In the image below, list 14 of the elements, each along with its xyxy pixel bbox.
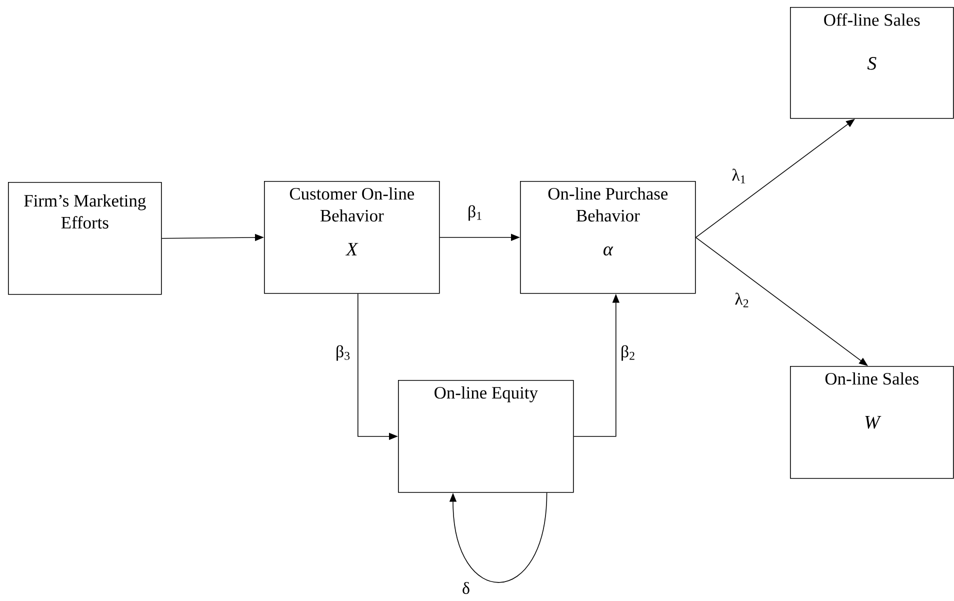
arrow <box>449 492 548 583</box>
edge-label: β$_{1}$ <box>466 204 484 222</box>
arrow <box>695 237 868 366</box>
process-box: On-line Purchase Behavior α <box>520 181 696 294</box>
process-box: Firm’s Marketing Efforts <box>8 182 162 295</box>
process-box: On-line Equity <box>398 380 574 493</box>
edge-label: δ <box>461 581 471 595</box>
edge-label: β$_{3}$ <box>334 344 352 362</box>
edge-label: λ$_{2}$ <box>734 292 750 308</box>
edge-label: β$_{2}$ <box>620 344 637 362</box>
process-box: Off-line Sales S <box>790 7 954 119</box>
edge-label: λ$_{1}$ <box>730 168 748 184</box>
process-box: On-line Sales W <box>790 366 954 479</box>
process-box: Customer On-line Behavior X <box>264 181 440 294</box>
